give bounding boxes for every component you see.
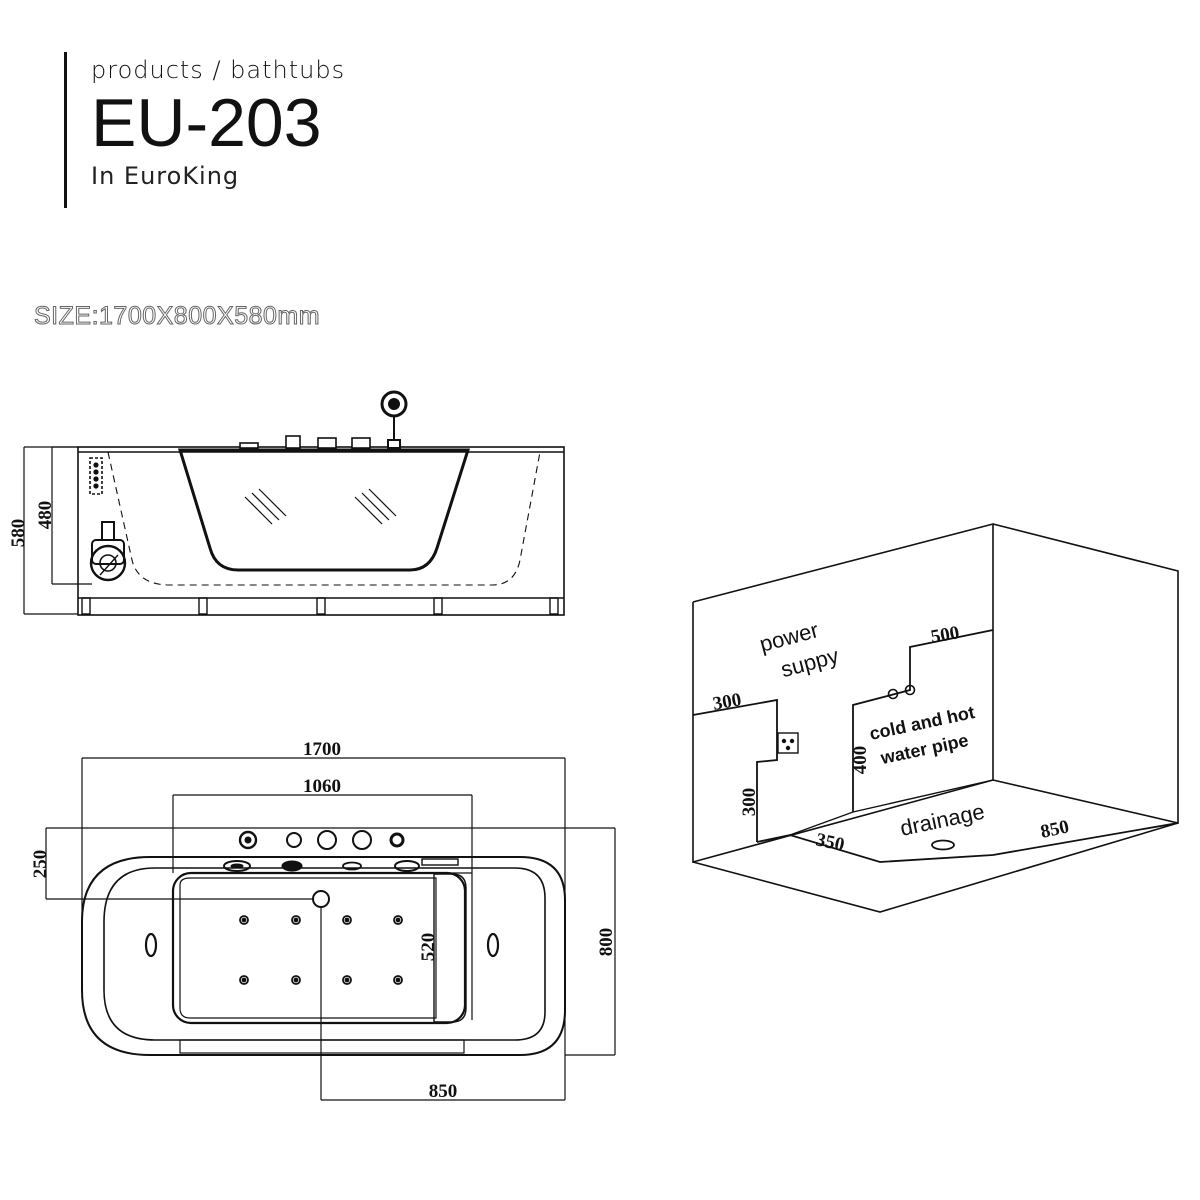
dim-inner-height: 480 [35, 501, 56, 530]
drain-icon [312, 890, 330, 908]
dim-length: 1700 [303, 739, 341, 760]
deck-control-row [238, 830, 405, 850]
bottom-jets [239, 915, 403, 985]
speaker-icon [238, 830, 258, 850]
side-view-dimensions [23, 446, 92, 615]
basin [171, 871, 467, 1025]
floor-drain-icon [931, 839, 955, 851]
dim-width: 800 [596, 928, 617, 957]
support-feet [81, 597, 559, 615]
water-pipe-label: cold and hot water pipe [868, 701, 987, 769]
dim-wall-left-top: 300 [711, 689, 743, 715]
dim-floor-right: 850 [1039, 816, 1071, 842]
title-block: products / bathtubs EU-203 In EuroKing [64, 52, 345, 208]
breadcrumb[interactable]: products / bathtubs [91, 56, 346, 84]
overflow-icon [281, 860, 303, 872]
power-socket-icon [777, 732, 799, 754]
side-jet-icon [144, 932, 158, 958]
valve-icon [317, 830, 337, 850]
model-title: EU-203 [91, 85, 322, 161]
control-box-icon [89, 457, 103, 495]
installation-diagram [692, 522, 1179, 913]
valve-icon [352, 830, 372, 850]
diverter-icon [389, 832, 405, 848]
pump-icon [89, 521, 127, 582]
glass-panel [177, 448, 471, 572]
deck-fittings [239, 435, 371, 449]
dim-deck: 250 [30, 850, 51, 879]
shower-hose-slot [421, 858, 459, 866]
dim-inner-width: 520 [418, 933, 439, 962]
hand-shower-icon [380, 390, 408, 449]
dim-wall-left-side: 300 [739, 788, 760, 817]
headrest [433, 873, 467, 1023]
drainage-label: drainage [898, 799, 987, 841]
dim-floor-left: 350 [814, 829, 846, 855]
dim-wall-right-top: 500 [929, 622, 961, 648]
top-view-outline [81, 856, 566, 1056]
hot-pipe-icon [904, 684, 916, 696]
size-label: SIZE:1700X800X580mm [33, 302, 321, 331]
top-view-dimensions [45, 757, 616, 1101]
power-supply-label: power suppy [757, 614, 841, 686]
side-view [77, 390, 565, 616]
cold-pipe-icon [887, 688, 899, 700]
top-view [81, 830, 566, 1056]
side-view-outline [77, 446, 565, 616]
dim-total-height: 580 [8, 519, 29, 548]
dim-drain: 850 [429, 1081, 458, 1102]
brand-subtitle: In EuroKing [91, 162, 240, 190]
button-icon [286, 832, 302, 848]
dim-inner-length: 1060 [303, 776, 341, 797]
side-jet-icon [486, 932, 500, 958]
rim-fittings [223, 858, 459, 872]
dim-wall-right-side: 400 [850, 746, 871, 775]
